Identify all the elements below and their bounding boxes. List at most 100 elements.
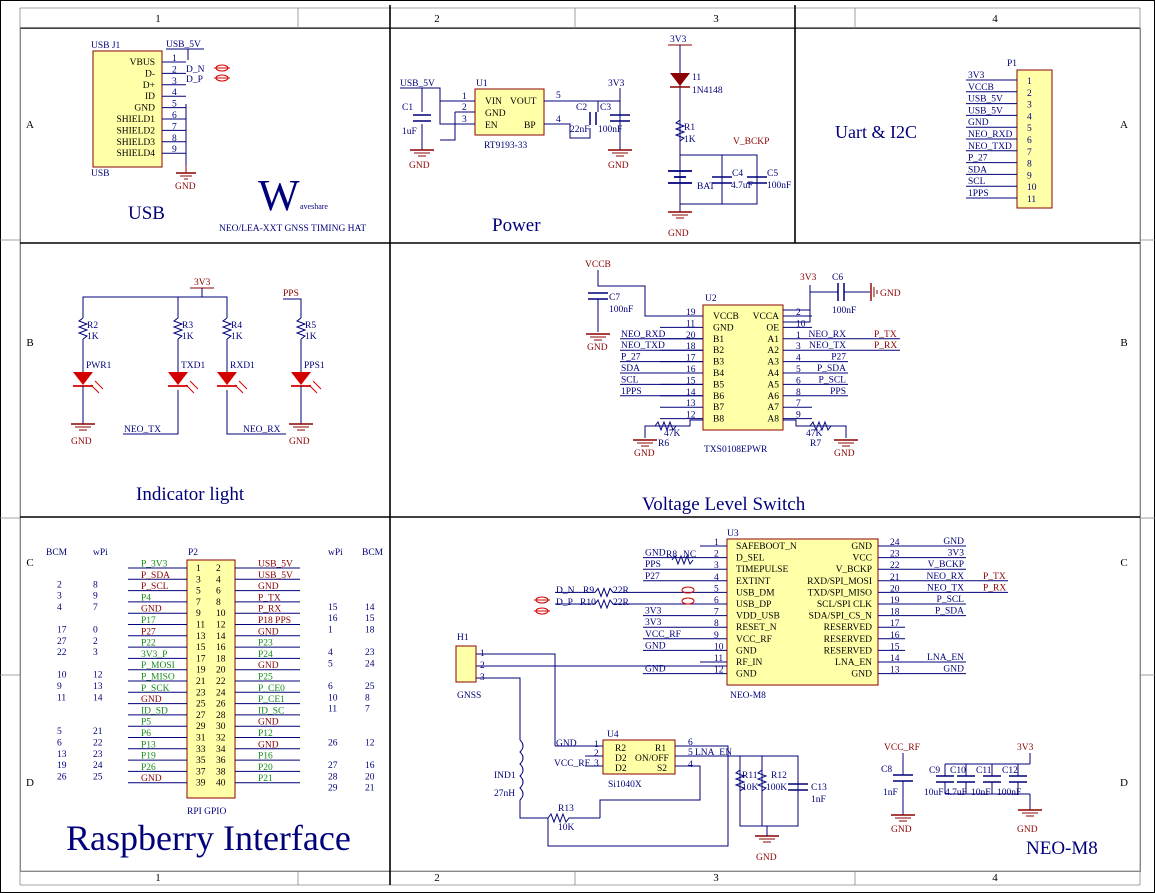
u2-left-pin-num: 18 [686,342,696,352]
u3-left-pin-num: 12 [714,666,724,676]
u2-left-pin-name: B1 [713,335,724,345]
rpi-wpi-right: 6 [328,682,333,692]
u4-r3: S2 [657,764,667,774]
r8-symbol [671,554,694,566]
power-gnd-2: GND [608,161,629,171]
u2-right-netb-label: P_TX [874,330,897,340]
u3-left-net-label: 3V3 [645,607,662,617]
power-gnd-1: GND [409,161,430,171]
rpi-pin-odd: 25 [196,700,206,710]
u3-left-pin-num: 6 [714,596,719,606]
usb-pin-name: SHIELD3 [116,138,155,148]
u4-n1: 1 [594,740,599,750]
u2-right-pin-name: A1 [767,335,779,345]
rpi-right-net-label: GND [258,718,279,728]
c13-ref: C13 [811,783,827,793]
rpi-right-net-label: P_RX [258,605,281,615]
u2-right-pin-name: A5 [767,380,779,390]
u2-right-pin-num: 6 [796,376,801,386]
col-label-4: 4 [992,13,998,25]
u3-left-pin-name: USB_DP [736,600,771,610]
u2-right-pin-num: 9 [796,411,801,421]
r6-gnd: GND [634,449,655,459]
c8-val: 1nF [883,788,898,798]
u1-name: RT9193-33 [484,141,527,151]
indicator-block: 3V3 PPS R21KPWR1GNDR31KTXD1R41KRXD1R51KP… [71,278,325,447]
r6-symbol [654,420,677,432]
ind-neo-rx-wire [226,390,286,435]
rpi-pin-even: 28 [216,711,226,721]
u2-left-pin-name: VCCB [713,312,739,322]
rpi-bcm-right: 7 [365,705,370,715]
ind-resistor-ref: R2 [87,321,98,331]
rpi-right-net-label: P24 [258,650,273,660]
rpi-wpi-left: 21 [93,727,103,737]
rpi-pin-even: 12 [216,621,226,631]
row-label-c-right: C [1120,557,1127,569]
c2-ref: C2 [576,103,587,113]
usb-net-5v: USB_5V [166,40,201,50]
u1-wires [400,87,621,150]
rpi-pin-even: 22 [216,677,226,687]
d-val: 1N4148 [692,86,723,96]
col-label-2-bottom: 2 [434,872,440,884]
u3-right-pin-num: 24 [890,538,900,548]
rpi-pin-even: 16 [216,643,226,653]
p1-pin-number: 8 [1027,160,1032,170]
u2-left-pin-num: 19 [686,308,696,318]
power-in-net: USB_5V [400,79,435,89]
title-raspberry: Raspberry Interface [66,818,351,858]
u4-n4: 4 [688,760,693,770]
p1-pin-number: 6 [1027,136,1032,146]
r11-val: 10K [742,783,759,793]
u3-right-net-label: LNA_EN [927,653,964,663]
c8-vccrf: VCC_RF [884,743,920,753]
u4-gnd: GND [556,739,577,749]
rpi-pin-odd: 23 [196,688,206,698]
u2-left-pin-num: 14 [686,388,696,398]
rpi-left-net-label: P19 [141,752,156,762]
u2-left-net-label: NEO_RXD [621,330,665,340]
rpi-left-net-label: GND [141,774,162,784]
u3-right-netb-label: P_TX [983,572,1006,582]
brand-block: W aveshare NEO/LEA-XXT GNSS TIMING HAT [219,171,366,234]
u2-right-pin-name: A2 [767,346,779,356]
rpi-pin-odd: 9 [196,609,201,619]
rpi-bcm-left: 13 [57,750,67,760]
usb-pin-number: 5 [172,100,177,110]
u2-right-pin-name: A8 [767,415,779,425]
rpi-right-net-label: GND [258,582,279,592]
bcm-head-right: BCM [362,548,384,558]
caps-gnd: GND [1017,825,1038,835]
usb-port-symbol [214,64,230,82]
r10-net-dp: D_P [556,598,573,608]
usb-pin-name: SHIELD4 [116,149,155,159]
u2-left-pin-name: B5 [713,380,724,390]
p1-pin-number: 10 [1027,183,1037,193]
u2-left-pin-num: 20 [686,331,696,341]
u2-left-pin-num: 12 [686,411,696,421]
rpi-right-net-label: P_CE1 [258,695,285,705]
c4-val: 4.7uF [731,181,753,191]
u3-left-pin-name: VDD_USB [736,612,780,622]
rpi-pin-odd: 39 [196,779,206,789]
level-block: U2 TXS0108EPWR VCCB19GND11B120B218B317B4… [585,260,901,459]
ind-resistor-val: 1K [231,332,243,342]
u2-right-net-label: P_SDA [817,364,846,374]
p1-pin-number: 1 [1027,77,1032,87]
led-ref: PPS1 [304,361,325,371]
rpi-left-net-label: P27 [141,627,156,637]
section-titles: USB Power Uart & I2C Indicator light Vol… [66,122,1098,859]
p1-pin-number: 9 [1027,171,1032,181]
rpi-pin-even: 38 [216,767,226,777]
r7-val: 47K [806,429,823,439]
usb-pin-name: SHIELD1 [116,115,155,125]
title-neo: NEO-M8 [1026,838,1098,859]
rpi-wpi-right: 27 [328,761,338,771]
p1-pin-number: 11 [1027,195,1036,205]
rpi-pin-even: 4 [216,575,221,585]
u3-left-net-label: GND [645,549,666,559]
u2-right-net-label: NEO_TX [809,341,846,351]
u1-pin5-num: 5 [556,91,561,101]
usb-pin-number: 4 [172,88,177,98]
